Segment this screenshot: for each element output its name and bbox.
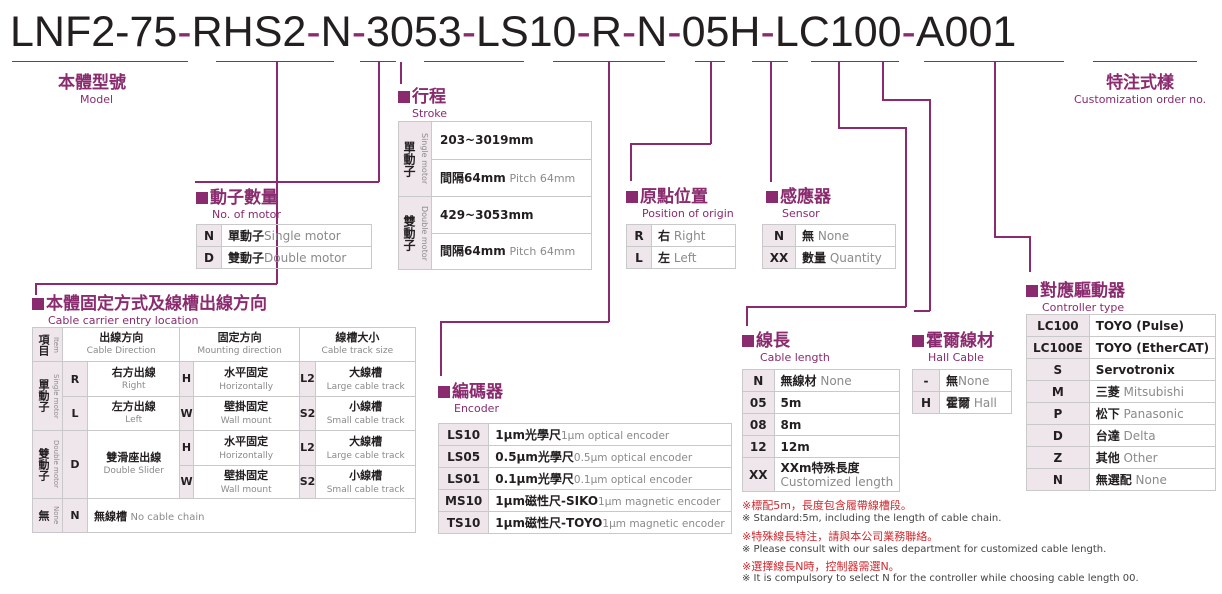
header-cable-carrier: 本體固定方式及線槽出線方向 Cable carrier entry locati…	[32, 289, 267, 327]
model-code: LNF2-75-RHS2-N-3053-LS10-R-N-05H-LC100-A…	[10, 8, 1017, 56]
double-motor-label: 雙動子 Double motor	[32, 430, 63, 499]
note-none-zh: ※選擇線長N時，控制器需選N。	[742, 560, 900, 573]
table-row: -無None	[912, 369, 1012, 392]
header-cable-length: 線長 Cable length	[742, 326, 830, 364]
header-custom: 特注式樣 Customization order no.	[1074, 73, 1207, 106]
header-controller: 對應驅動器 Controller type	[1026, 276, 1125, 314]
underline-3053	[424, 61, 524, 62]
code-stroke: 3053	[366, 8, 462, 56]
code-encoder: LS10	[476, 8, 577, 56]
underline-05h	[811, 61, 899, 62]
note-standard-zh: ※標配5m，長度包含履帶線槽段。	[742, 499, 912, 512]
header-origin: 原點位置 Position of origin	[626, 182, 734, 220]
underline-model	[12, 61, 188, 62]
note-none-en: ※ It is compulsory to select N for the c…	[742, 573, 1139, 584]
note-custom-zh: ※特殊線長特注，請與本公司業務聯絡。	[742, 530, 939, 543]
code-cable: 05H	[681, 8, 761, 56]
header-hall: 霍爾線材 Hall Cable	[912, 326, 994, 364]
code-motor-count: N	[320, 8, 352, 56]
underline-a001	[1093, 61, 1197, 62]
square-icon	[438, 386, 450, 398]
none-label: 無 None	[32, 498, 63, 533]
underline-n2	[752, 61, 788, 62]
code-custom: A001	[915, 8, 1017, 56]
stroke-single-pitch: 間隔64mm Pitch 64mm	[440, 171, 576, 185]
square-icon	[912, 335, 924, 347]
note-standard-en: ※ Standard:5m, including the length of c…	[742, 513, 1002, 524]
underline-lc100	[924, 61, 1064, 62]
square-icon	[766, 191, 778, 203]
square-icon	[1026, 285, 1038, 297]
square-icon	[398, 91, 410, 103]
underline-n1	[360, 61, 396, 62]
underline-rhs2	[216, 61, 334, 62]
square-icon	[742, 335, 754, 347]
stroke-double-range: 429~3053mm	[432, 197, 591, 234]
stroke-single-label: 單動子 Single motor	[398, 121, 432, 197]
square-icon	[32, 298, 44, 310]
header-motor: 動子數量 No. of motor	[196, 183, 281, 221]
square-icon	[626, 191, 638, 203]
code-motor-type: RHS2	[191, 8, 307, 56]
header-model: 本體型號 Model	[58, 73, 126, 106]
underline-r	[695, 61, 725, 62]
code-sensor: N	[636, 8, 668, 56]
stroke-double-pitch: 間隔64mm Pitch 64mm	[440, 244, 576, 258]
note-custom-en: ※ Please consult with our sales departme…	[742, 544, 1107, 555]
code-controller: LC100	[774, 8, 902, 56]
header-encoder: 編碼器 Encoder	[438, 377, 503, 415]
single-motor-label: 單動子 Single motor	[32, 361, 63, 431]
code-model: LNF2-75	[10, 8, 178, 56]
stroke-single-range: 203~3019mm	[432, 122, 591, 160]
code-origin: R	[590, 8, 622, 56]
square-icon	[196, 192, 208, 204]
underline-ls10	[553, 61, 665, 62]
stroke-table: 單動子 Single motor 203~3019mm 間隔64mm Pitch…	[398, 121, 592, 270]
header-sensor: 感應器 Sensor	[766, 182, 831, 220]
header-stroke: 行程 Stroke	[398, 82, 447, 120]
stroke-double-label: 雙動子 Double motor	[398, 196, 432, 270]
